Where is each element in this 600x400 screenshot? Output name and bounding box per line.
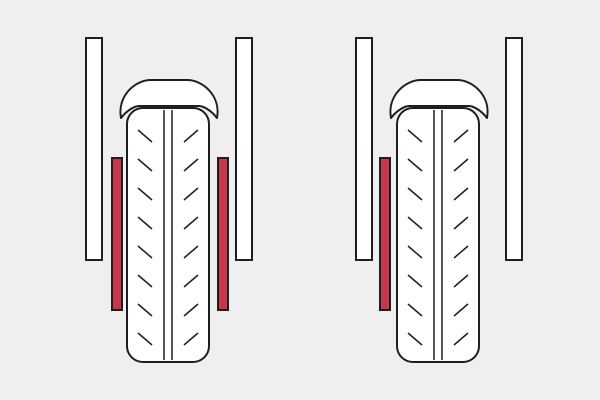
fender (119, 79, 219, 119)
tread-mark (453, 187, 469, 201)
tread-mark (453, 303, 469, 317)
right-fork-leg (235, 37, 253, 261)
single-disc-brake-wheel (355, 37, 523, 363)
fender (389, 79, 489, 119)
tread-mark (137, 274, 153, 288)
right-brake-pad (217, 157, 229, 311)
tread-mark (183, 245, 199, 259)
tread-mark (407, 129, 423, 143)
tread-mark (407, 187, 423, 201)
tread-mark (453, 129, 469, 143)
tread-mark (407, 158, 423, 172)
tread-mark (183, 332, 199, 346)
tread-mark (453, 274, 469, 288)
left-brake-pad (379, 157, 391, 311)
tread-mark (183, 216, 199, 230)
tread-mark (453, 245, 469, 259)
tread-mark (407, 303, 423, 317)
tread-mark (137, 158, 153, 172)
tread-mark (137, 245, 153, 259)
tread-mark (183, 158, 199, 172)
tread-mark (137, 187, 153, 201)
tread-mark (407, 274, 423, 288)
tread-mark (137, 129, 153, 143)
tread-mark (183, 303, 199, 317)
tread-mark (407, 216, 423, 230)
tread-mark (183, 187, 199, 201)
tread-mark (407, 245, 423, 259)
left-fork-leg (85, 37, 103, 261)
tread-mark (453, 332, 469, 346)
tread-mark (453, 216, 469, 230)
tread-mark (137, 216, 153, 230)
tread-mark (137, 332, 153, 346)
tread-mark (407, 332, 423, 346)
right-fork-leg (505, 37, 523, 261)
tread-mark (137, 303, 153, 317)
dual-disc-brake-wheel (85, 37, 253, 363)
left-fork-leg (355, 37, 373, 261)
tread-mark (453, 158, 469, 172)
tread-mark (183, 274, 199, 288)
tire (396, 107, 480, 363)
left-brake-pad (111, 157, 123, 311)
tread-mark (183, 129, 199, 143)
tire (126, 107, 210, 363)
